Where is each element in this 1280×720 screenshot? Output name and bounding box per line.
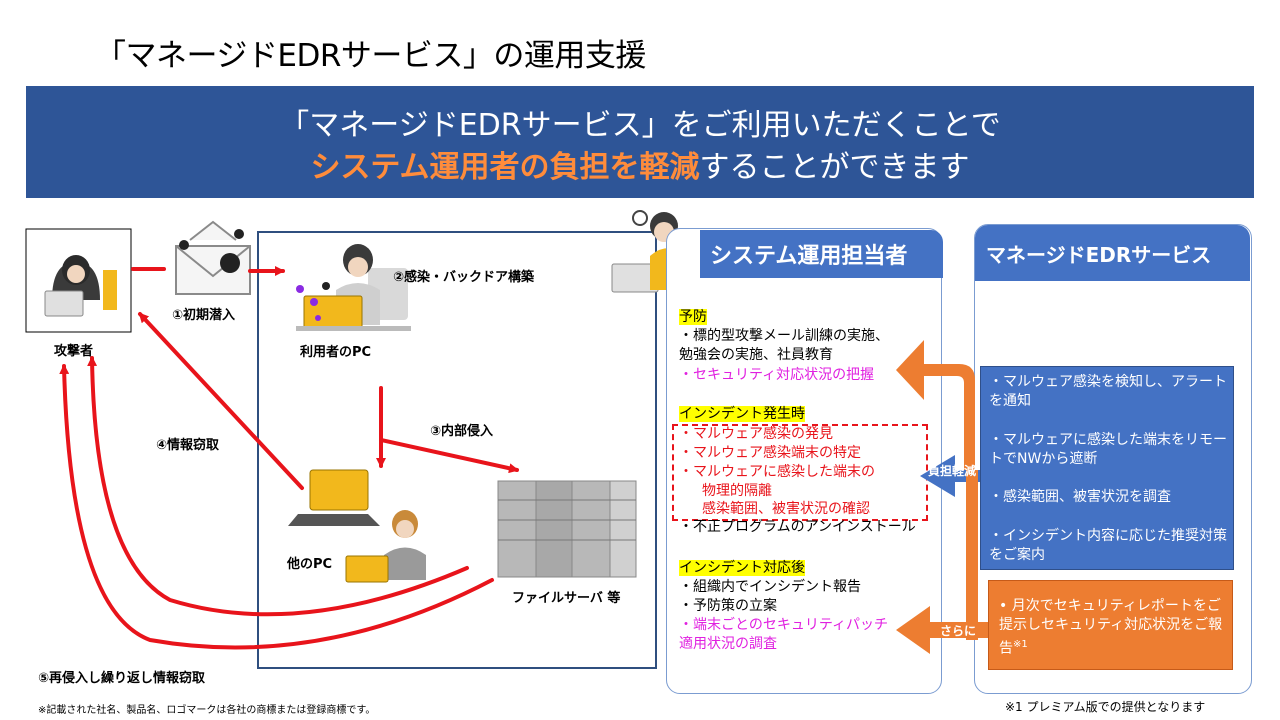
after-item3-line1: ・端末ごとのセキュリティパッチ [679, 617, 889, 633]
page-title: 「マネージドEDRサービス」の運用支援 [95, 38, 646, 74]
prevention-item2: ・セキュリティ対応状況の把握 [679, 367, 875, 383]
reduce-arrow-top [896, 340, 975, 470]
file-server-icon [497, 480, 637, 578]
after-item3-line2: 適用状況の調査 [679, 636, 777, 652]
arrow-step5-inner [87, 356, 469, 617]
file-server-label: ファイルサーバ 等 [512, 591, 621, 606]
edr-item-1: ・マルウェア感染を検知し、アラートを通知 [989, 374, 1227, 409]
arrow-step5-outer [59, 364, 494, 650]
banner-line2-rest: することができます [699, 150, 970, 185]
after-item1: ・組織内でインシデント報告 [679, 579, 861, 595]
incident-item4: 感染範囲、被害状況の確認 [702, 501, 870, 517]
other-pc-label: 他のPC [287, 557, 333, 572]
operator-panel [666, 228, 942, 694]
monthly-report-box: • 月次でセキュリティレポートをご提示しセキュリティ対応状況をご報告※1 [988, 580, 1233, 670]
step5-label: ⑤再侵入し繰り返し情報窃取 [38, 671, 206, 686]
attacker-label: 攻撃者 [54, 344, 94, 359]
operator-header [700, 230, 943, 278]
reduce-arrow-stem [966, 470, 978, 640]
banner-line2: システム運用者の負担を軽減することができます [26, 142, 1254, 186]
more-arrow [896, 606, 990, 654]
edr-item-4: ・インシデント内容に応じた推奨対策をご案内 [989, 528, 1227, 563]
footnote-premium: ※1 プレミアム版での提供となります [1005, 700, 1206, 714]
internal-network-frame [257, 231, 657, 669]
step3-label: ③内部侵入 [430, 424, 494, 439]
monthly-bullet: • [999, 598, 1008, 614]
user-pc-label: 利用者のPC [300, 345, 372, 360]
operator-title: システム運用担当者 [710, 244, 908, 269]
incident-heading: インシデント発生時 [679, 406, 805, 422]
banner-highlight: システム運用者の負担を軽減 [310, 150, 700, 185]
incident-item5: ・不正プログラムのアンインストール [679, 519, 916, 535]
prevention-item1-line1: ・標的型攻撃メール訓練の実施、 [679, 328, 889, 344]
step1-label: ①初期潜入 [172, 308, 236, 323]
managed-edr-title: マネージドEDRサービス [986, 243, 1212, 267]
incident-item3-line2: 物理的隔離 [702, 483, 772, 499]
monthly-note: ※1 [1013, 639, 1028, 650]
step4-label: ④情報窃取 [156, 438, 220, 453]
reduce-label: 負担軽減 [928, 464, 977, 478]
edr-item-3: ・感染範囲、被害状況を調査 [989, 489, 1171, 505]
incident-item3-line1: ・マルウェアに感染した端末の [679, 464, 875, 480]
incident-item2: ・マルウェア感染端末の特定 [679, 445, 861, 461]
prevention-item1-line2: 勉強会の実施、社員教育 [679, 347, 833, 363]
managed-edr-header [975, 225, 1250, 281]
managed-edr-services-box: ・マルウェア感染を検知し、アラートを通知 ・マルウェアに感染した端末をリモートで… [980, 366, 1234, 570]
footnote-trademark: ※記載された社名、製品名、ロゴマークは各社の商標または登録商標です。 [38, 705, 376, 716]
arrow-step4 [138, 312, 304, 490]
arrow-step3 [379, 438, 519, 474]
monthly-report-text: • 月次でセキュリティレポートをご提示しセキュリティ対応状況をご報告※1 [999, 597, 1225, 659]
other-pc-icon [288, 469, 426, 583]
more-label: さらに [940, 624, 977, 638]
user-pc-icon [296, 244, 411, 331]
banner-line1: 「マネージドEDRサービス」をご利用いただくことで [279, 108, 1001, 143]
after-heading: インシデント対応後 [679, 560, 805, 576]
monthly-report-body: 月次でセキュリティレポートをご提示しセキュリティ対応状況をご報告 [999, 598, 1223, 657]
hacker-icon [44, 255, 117, 317]
step2-label: ②感染・バックドア構築 [393, 270, 535, 285]
prevention-heading: 予防 [679, 309, 707, 325]
email-icon [175, 220, 251, 295]
banner: 「マネージドEDRサービス」をご利用いただくことで システム運用者の負担を軽減す… [26, 86, 1254, 198]
incident-item1: ・マルウェア感染の発見 [679, 426, 833, 442]
reduce-arrow-head [920, 455, 1000, 497]
edr-item-2: ・マルウェアに感染した端末をリモートでNWから遮断 [989, 432, 1227, 467]
after-item2: ・予防策の立案 [679, 598, 777, 614]
